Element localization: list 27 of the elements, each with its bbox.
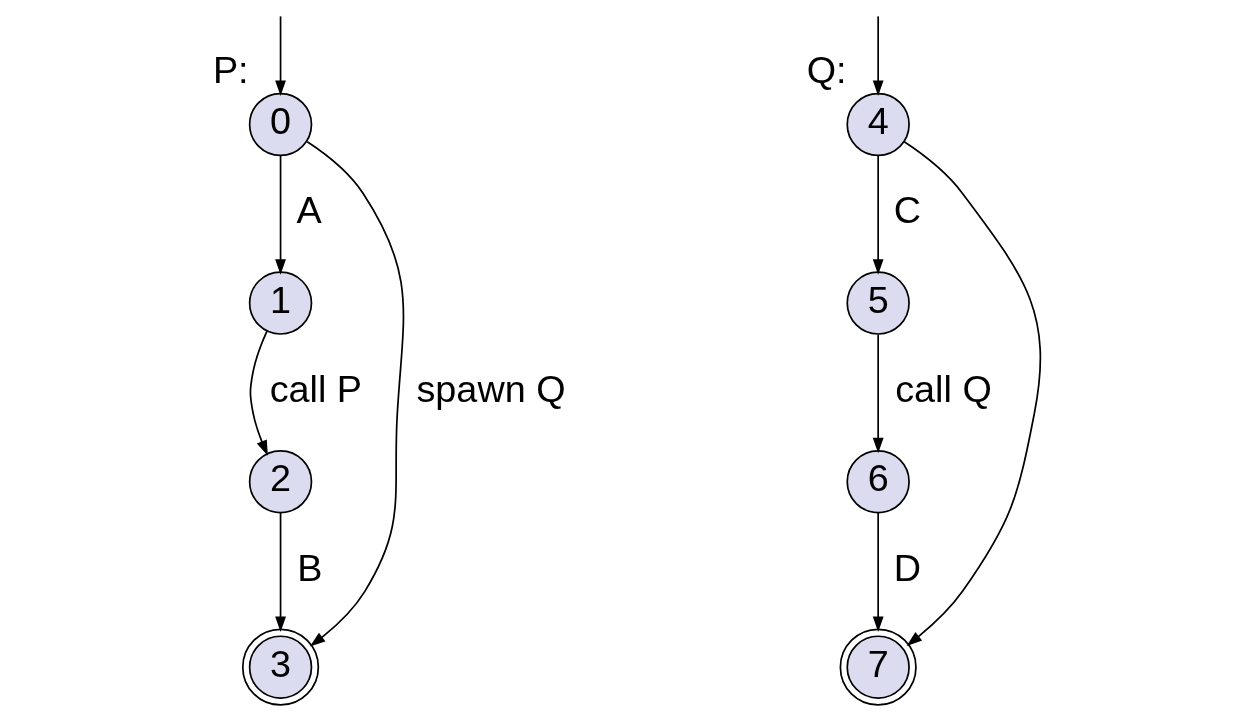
arrow (902, 140, 1041, 646)
edge-label: call P (269, 368, 362, 410)
edge-label: D (893, 546, 921, 589)
node-circle: 7 (839, 628, 917, 706)
node-circle: 4 (845, 92, 910, 157)
node-label: Q: (806, 48, 847, 91)
edge-label: A (295, 189, 322, 232)
node-circle: 0 (248, 92, 312, 157)
edge-label: call Q (894, 368, 992, 410)
arrow (274, 15, 286, 96)
arrow (872, 15, 884, 96)
node-label: P: (212, 48, 249, 91)
arrow (274, 511, 286, 632)
arrow (872, 155, 884, 275)
edge-label: C (893, 189, 921, 232)
arrow (274, 155, 286, 275)
arrow (872, 333, 884, 454)
node-circle: 1 (248, 271, 312, 335)
edge-label: spawn Q (415, 368, 566, 410)
arrow (249, 330, 268, 456)
arrow (305, 140, 404, 647)
node-circle: 6 (845, 449, 910, 514)
node-circle: 5 (845, 271, 910, 335)
edge-label: B (296, 546, 322, 589)
node-circle: 2 (248, 449, 312, 514)
arrow (872, 511, 884, 632)
node-circle: 3 (241, 628, 319, 706)
